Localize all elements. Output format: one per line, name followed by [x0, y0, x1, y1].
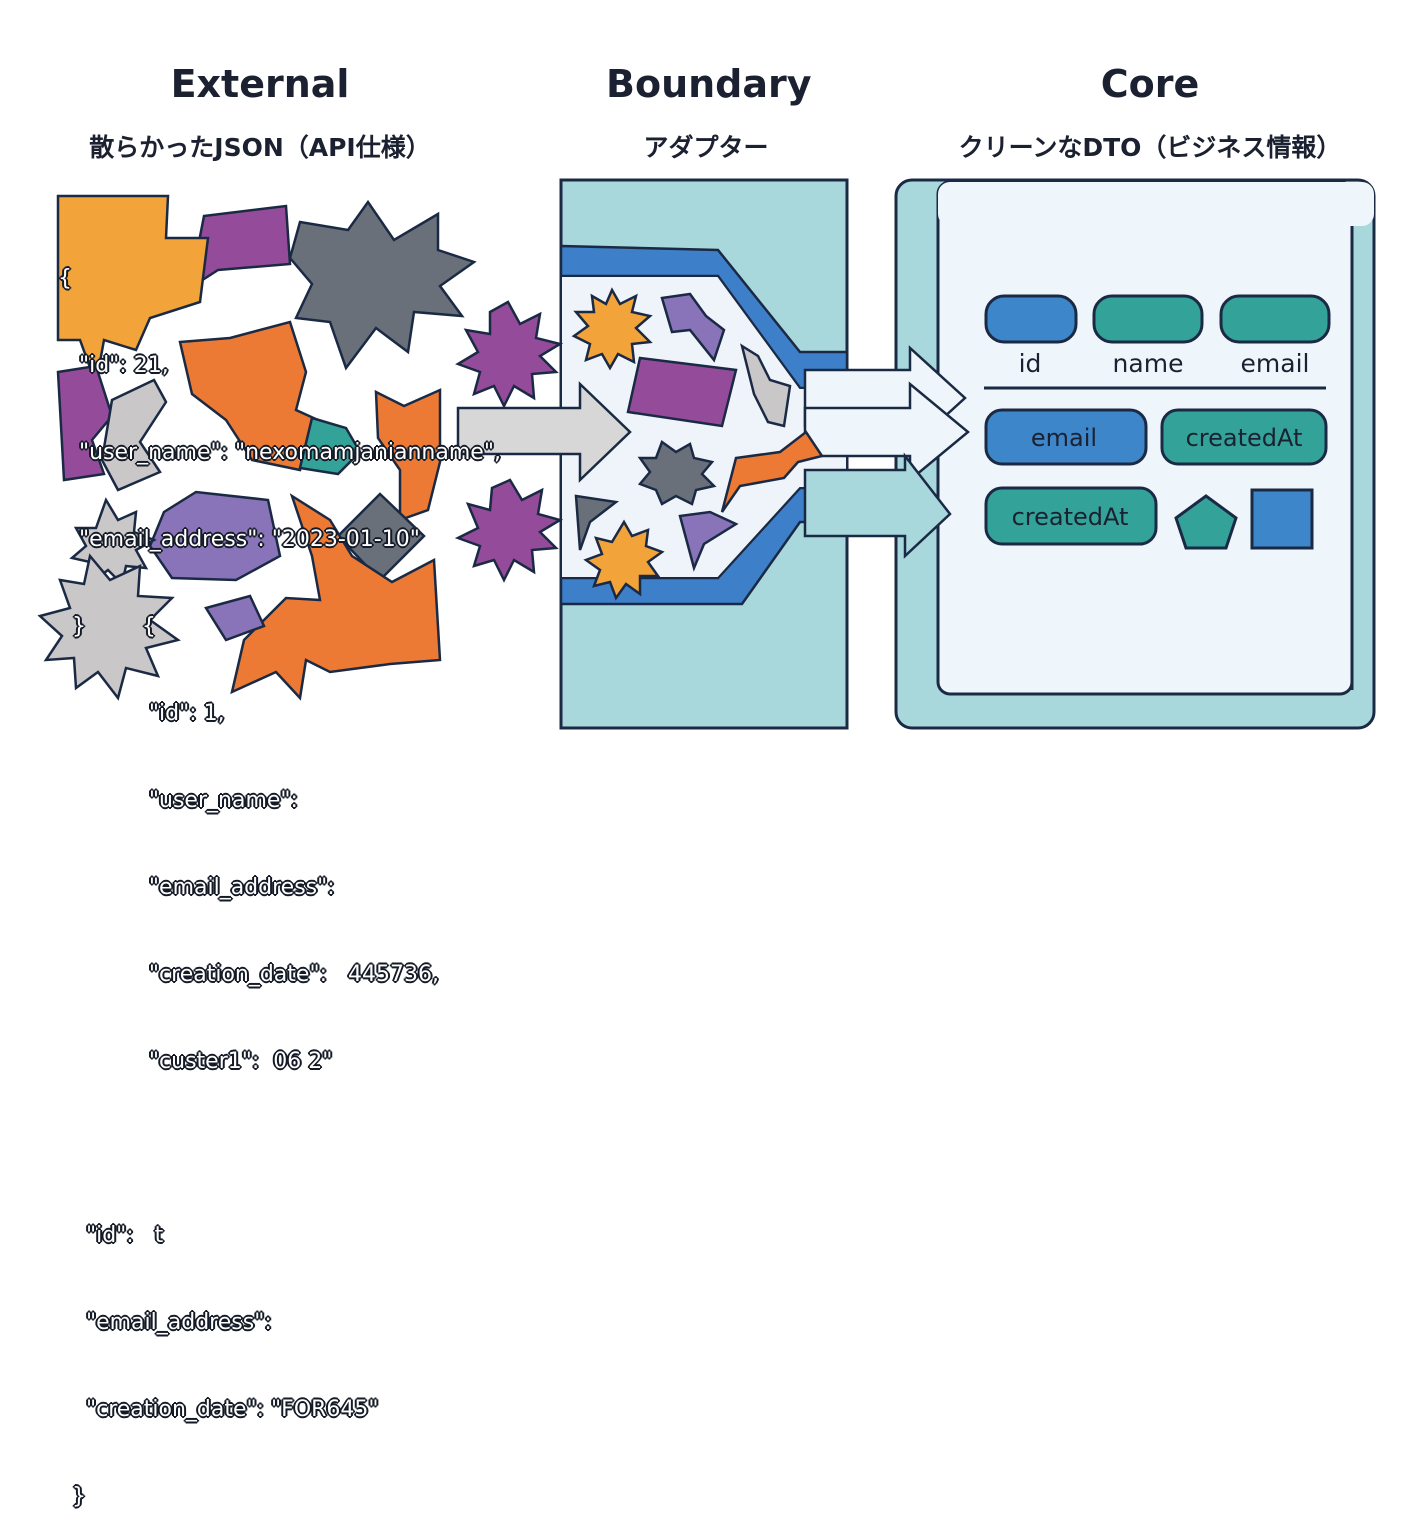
json-line: "user_name": — [58, 788, 298, 813]
json-line: "user_name": "nexomamjanianname", — [58, 440, 501, 465]
burst-shape — [37, 553, 181, 701]
messy-json: { "id": 21, "user_name": "nexomamjaniann… — [58, 206, 528, 1536]
square-shape — [1250, 488, 1314, 550]
svg-text:email: email — [1031, 424, 1097, 452]
burst-shape — [637, 440, 717, 506]
svg-text:createdAt: createdAt — [1186, 424, 1303, 452]
svg-text:createdAt: createdAt — [1012, 503, 1129, 531]
boundary-subtitle: アダプター — [643, 133, 769, 162]
arrow-external-to-boundary — [456, 381, 632, 483]
boundary-title: Boundary — [606, 62, 812, 106]
burst-shape — [288, 199, 477, 371]
json-line: "id": 21, — [58, 353, 169, 378]
external-chaos-shapes — [37, 194, 564, 701]
field-label-email: email — [1241, 349, 1310, 378]
pentagon-shape — [1174, 494, 1238, 550]
json-line: "id": 1, — [58, 701, 225, 726]
pill-email — [984, 408, 1148, 466]
pill-createdat-2 — [984, 486, 1158, 546]
json-line — [58, 1134, 528, 1163]
burst-shape — [571, 287, 653, 371]
core-title: Core — [1100, 62, 1200, 106]
pill-createdat-1 — [1160, 408, 1328, 466]
json-line: "email_address": — [58, 875, 335, 900]
field-label-name: name — [1113, 349, 1184, 378]
json-line: } — [58, 1484, 86, 1509]
json-line: { — [58, 266, 72, 291]
core-panel: id name email email createdAt createdAt — [894, 178, 1376, 730]
burst-shape — [583, 519, 665, 601]
json-line: "email_address": — [58, 1310, 272, 1335]
external-title: External — [170, 62, 350, 106]
json-line: "email_address": "2023-01-10" — [58, 527, 420, 552]
architecture-diagram: id name email email createdAt createdAt — [37, 178, 1376, 730]
json-line: "custer1": 06 2" — [58, 1049, 333, 1074]
core-subtitle: クリーンなDTO（ビジネス情報） — [958, 133, 1342, 162]
json-line: "id": t — [58, 1223, 164, 1248]
burst-shape — [454, 478, 564, 583]
field-pill-name — [1092, 294, 1204, 344]
boundary-chaos-shapes — [571, 287, 825, 601]
field-label-id: id — [1019, 349, 1042, 378]
arrows-boundary-to-core — [803, 345, 970, 559]
json-line: "creation_date": 445736, — [58, 962, 439, 987]
json-line: "creation_date": "FOR645" — [58, 1397, 379, 1422]
external-subtitle: 散らかったJSON（API仕様） — [89, 133, 431, 162]
json-line: } { — [58, 614, 156, 639]
field-pill-email — [1219, 294, 1331, 344]
burst-shape — [455, 300, 564, 409]
field-pill-id — [984, 294, 1078, 344]
